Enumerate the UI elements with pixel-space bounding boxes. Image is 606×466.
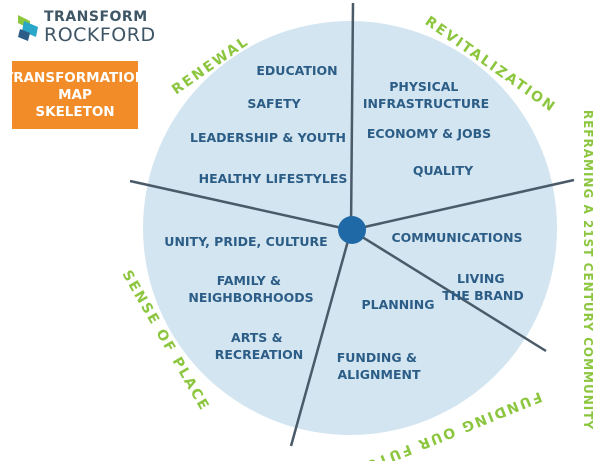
item-safety: SAFETY [247,96,301,111]
spoke-top [349,2,355,231]
item-healthy-lifestyles: HEALTHY LIFESTYLES [199,171,348,186]
transform-rockford-logo-icon [18,15,38,41]
item-physical-infrastructure: PHYSICAL INFRASTRUCTURE [363,79,489,111]
item-education: EDUCATION [256,63,337,78]
item-economy-jobs: ECONOMY & JOBS [367,126,491,141]
item-family-neighborhoods: FAMILY & NEIGHBORHOODS [188,273,313,305]
item-unity-pride-culture: UNITY, PRIDE, CULTURE [164,234,327,249]
badge-line-3: SKELETON [35,103,115,120]
center-hub [338,216,366,244]
spoke-right [350,178,575,232]
spoke-bottom [289,229,353,447]
badge-line-1: TRANSFORMATION [4,69,147,86]
item-leadership-youth: LEADERSHIP & YOUTH [190,130,346,145]
badge-line-2: MAP [58,86,92,103]
category-reframing: REFRAMING A 21ST CENTURY COMMUNITY [581,110,595,430]
spoke-lower-right [350,228,547,353]
item-planning: PLANNING [361,297,434,312]
item-communications: COMMUNICATIONS [391,230,522,245]
title-badge: TRANSFORMATION MAP SKELETON [4,61,146,129]
spoke-left [129,179,352,232]
item-living-the-brand: LIVING THE BRAND [442,271,524,303]
item-quality: QUALITY [413,163,474,178]
item-arts-recreation: ARTS & RECREATION [215,330,303,362]
logo-title-line1: TRANSFORM [44,9,148,25]
item-funding-alignment: FUNDING & ALIGNMENT [337,350,422,382]
logo-title-line2: ROCKFORD [44,24,156,46]
